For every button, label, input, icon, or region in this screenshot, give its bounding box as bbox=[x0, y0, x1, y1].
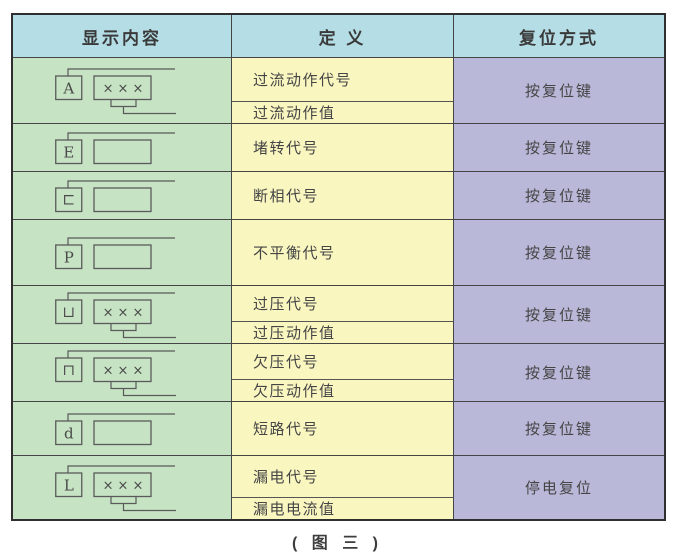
reset-cell-leakage: 停电复位 bbox=[454, 456, 664, 519]
code-letter: d bbox=[64, 424, 74, 442]
connector-bracket bbox=[110, 381, 176, 396]
reset-cell-phase-loss: 按复位键 bbox=[454, 172, 664, 220]
value-placeholder: ××× bbox=[103, 81, 148, 96]
definition-line: 过压动作值 bbox=[253, 325, 336, 342]
code-box bbox=[55, 419, 83, 445]
connector-line bbox=[67, 412, 175, 421]
value-box bbox=[93, 138, 152, 164]
header-display-content: 显示内容 bbox=[13, 15, 232, 58]
display-diagram-phase-loss: ⊏ bbox=[55, 179, 175, 212]
display-cell-overcurrent: A ××× bbox=[13, 58, 232, 124]
definition-cell-short-circuit: 短路代号 bbox=[232, 402, 454, 456]
definition-cell-phase-loss: 断相代号 bbox=[232, 172, 454, 220]
connector-line bbox=[67, 67, 175, 76]
definition-line: 欠压动作值 bbox=[253, 383, 336, 400]
value-box bbox=[93, 74, 152, 100]
display-diagram-unbalance: P bbox=[55, 236, 175, 269]
code-box bbox=[55, 243, 83, 269]
definition-line: 过流动作代号 bbox=[232, 58, 453, 102]
connector-line bbox=[67, 179, 175, 188]
display-diagram-short-circuit: d bbox=[55, 412, 175, 445]
value-box bbox=[93, 298, 152, 324]
value-placeholder: ××× bbox=[103, 305, 148, 320]
display-cell-short-circuit: d bbox=[13, 402, 232, 456]
connector-line bbox=[67, 349, 175, 358]
definition-cell-stall: 堵转代号 bbox=[232, 124, 454, 172]
reset-cell-overcurrent: 按复位键 bbox=[454, 58, 664, 124]
connector-bracket bbox=[110, 496, 176, 511]
value-placeholder: ××× bbox=[103, 363, 148, 378]
reset-cell-unbalance: 按复位键 bbox=[454, 220, 664, 286]
code-letter: L bbox=[64, 476, 74, 494]
value-box bbox=[93, 186, 152, 212]
connector-line bbox=[67, 291, 175, 300]
display-cell-unbalance: P bbox=[13, 220, 232, 286]
connector-bracket bbox=[110, 323, 176, 338]
connector-bracket bbox=[110, 99, 176, 114]
definition-line: 过流动作值 bbox=[253, 105, 336, 122]
display-diagram-undervoltage: ⊓ ××× bbox=[55, 349, 176, 396]
connector-line bbox=[67, 131, 175, 140]
connector-line bbox=[67, 236, 175, 245]
reset-cell-stall: 按复位键 bbox=[454, 124, 664, 172]
connector-line bbox=[67, 464, 175, 473]
display-diagram-leakage: L ××× bbox=[55, 464, 176, 511]
reset-cell-short-circuit: 按复位键 bbox=[454, 402, 664, 456]
definition-line: 欠压代号 bbox=[232, 344, 453, 380]
code-letter: P bbox=[64, 248, 74, 266]
display-diagram-overcurrent: A ××× bbox=[55, 67, 176, 114]
code-letter: ⊔ bbox=[63, 303, 76, 321]
definition-line: 漏电代号 bbox=[232, 456, 453, 498]
display-cell-leakage: L ××× bbox=[13, 456, 232, 519]
value-box bbox=[93, 356, 152, 382]
code-letter: ⊏ bbox=[62, 190, 75, 208]
code-box bbox=[55, 74, 83, 100]
code-box bbox=[55, 356, 83, 382]
definition-cell-leakage: 漏电代号 漏电电流值 bbox=[232, 456, 454, 519]
code-box bbox=[55, 471, 83, 497]
fault-code-table: 显示内容 定 义 复位方式 A ××× 过流动作代号 过流动作值 按复位键 bbox=[11, 13, 666, 521]
definition-cell-overvoltage: 过压代号 过压动作值 bbox=[232, 286, 454, 344]
header-definition: 定 义 bbox=[232, 15, 454, 58]
definition-line: 漏电电流值 bbox=[253, 501, 336, 518]
code-letter: A bbox=[62, 79, 74, 97]
reset-cell-overvoltage: 按复位键 bbox=[454, 286, 664, 344]
display-cell-stall: E bbox=[13, 124, 232, 172]
value-box bbox=[93, 419, 152, 445]
value-box bbox=[93, 243, 152, 269]
definition-cell-unbalance: 不平衡代号 bbox=[232, 220, 454, 286]
display-cell-overvoltage: ⊔ ××× bbox=[13, 286, 232, 344]
definition-cell-overcurrent: 过流动作代号 过流动作值 bbox=[232, 58, 454, 124]
code-box bbox=[55, 186, 83, 212]
code-box bbox=[55, 138, 83, 164]
definition-line: 过压代号 bbox=[232, 286, 453, 322]
figure-caption: ( 图 三 ) bbox=[292, 535, 383, 552]
code-letter: ⊓ bbox=[63, 361, 76, 379]
display-diagram-overvoltage: ⊔ ××× bbox=[55, 291, 176, 338]
definition-cell-undervoltage: 欠压代号 欠压动作值 bbox=[232, 344, 454, 402]
reset-cell-undervoltage: 按复位键 bbox=[454, 344, 664, 402]
display-cell-phase-loss: ⊏ bbox=[13, 172, 232, 220]
display-cell-undervoltage: ⊓ ××× bbox=[13, 344, 232, 402]
code-box bbox=[55, 298, 83, 324]
header-reset-method: 复位方式 bbox=[454, 15, 664, 58]
value-box bbox=[93, 471, 152, 497]
value-placeholder: ××× bbox=[103, 478, 148, 493]
display-diagram-stall: E bbox=[55, 131, 175, 164]
code-letter: E bbox=[63, 143, 74, 161]
